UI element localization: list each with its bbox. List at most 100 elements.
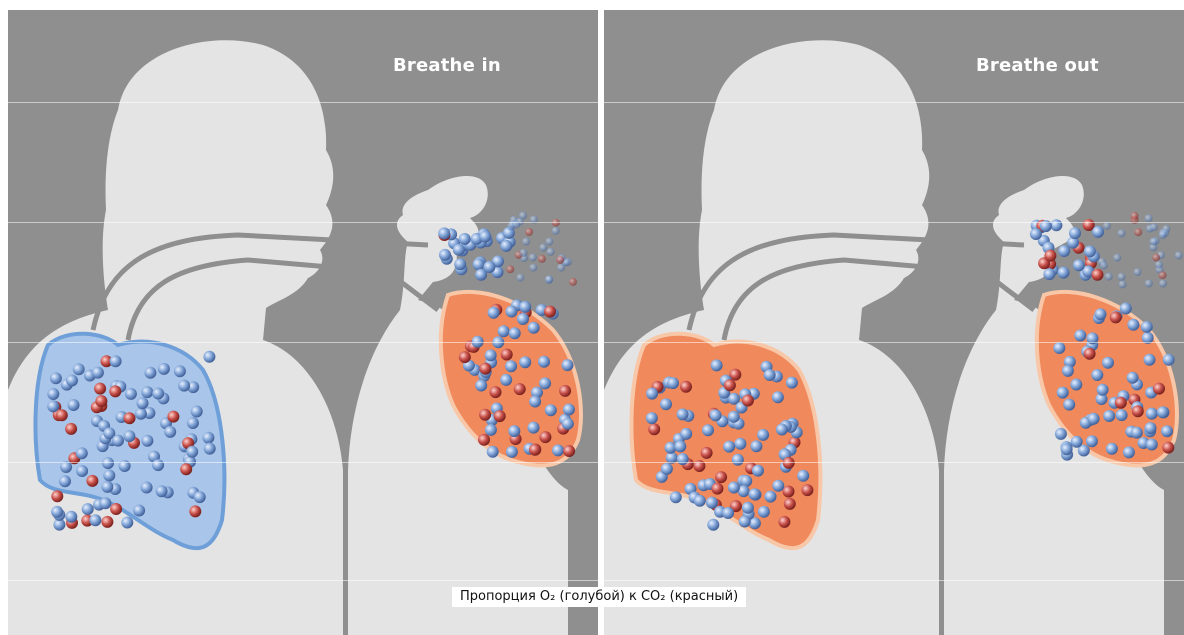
o2-molecule [1105, 273, 1113, 281]
o2-molecule [47, 400, 59, 412]
co2-molecule [56, 409, 68, 421]
o2-molecule [519, 301, 531, 313]
o2-molecule [797, 470, 809, 482]
o2-molecule [1131, 427, 1143, 439]
gridline [8, 342, 598, 343]
o2-molecule [694, 495, 706, 507]
co2-molecule [1084, 348, 1096, 360]
o2-molecule [110, 355, 122, 367]
o2-molecule [1088, 413, 1100, 425]
o2-molecule [141, 482, 153, 494]
o2-molecule [1103, 410, 1115, 422]
o2-molecule [1061, 443, 1073, 455]
o2-molecule [1073, 259, 1085, 271]
co2-molecule [801, 484, 813, 496]
co2-molecule [94, 383, 106, 395]
o2-molecule [522, 238, 530, 246]
co2-molecule [724, 379, 736, 391]
co2-molecule [1152, 254, 1160, 262]
o2-molecule [141, 386, 153, 398]
co2-molecule [783, 486, 795, 498]
o2-molecule [152, 388, 164, 400]
co2-molecule [506, 265, 514, 273]
o2-molecule [203, 351, 215, 363]
o2-molecule [137, 397, 149, 409]
breathe-out-panel: Breathe out [604, 10, 1184, 635]
o2-molecule [516, 274, 524, 282]
o2-molecule [772, 480, 784, 492]
o2-molecule [557, 264, 565, 272]
o2-molecule [529, 254, 537, 262]
o2-molecule [144, 367, 156, 379]
co2-molecule [51, 490, 63, 502]
o2-molecule [125, 388, 137, 400]
o2-molecule [66, 375, 78, 387]
gridline [8, 222, 598, 223]
co2-molecule [501, 349, 513, 361]
o2-molecule [92, 367, 104, 379]
o2-molecule [1062, 365, 1074, 377]
o2-molecule [519, 356, 531, 368]
co2-molecule [544, 306, 556, 318]
o2-molecule [1157, 406, 1169, 418]
o2-molecule [1074, 330, 1086, 342]
o2-molecule [76, 465, 88, 477]
o2-molecule [50, 372, 62, 384]
co2-molecule [569, 278, 577, 286]
o2-molecule [1058, 245, 1070, 257]
o2-molecule [1134, 268, 1142, 276]
o2-molecule [552, 227, 560, 235]
o2-molecule [1116, 409, 1128, 421]
o2-molecule [500, 240, 512, 252]
o2-molecule [121, 517, 133, 529]
o2-molecule [152, 459, 164, 471]
o2-molecule [677, 453, 689, 465]
o2-molecule [680, 428, 692, 440]
o2-molecule [1159, 231, 1167, 239]
gridline [604, 102, 1184, 103]
o2-molecule [194, 491, 206, 503]
o2-molecule [742, 502, 754, 514]
breathe-in-panel: Breathe in [8, 10, 598, 635]
o2-molecule [187, 417, 199, 429]
gridline [8, 102, 598, 103]
o2-molecule [174, 365, 186, 377]
o2-molecule [752, 465, 764, 477]
o2-molecule [646, 388, 658, 400]
o2-molecule [99, 497, 111, 509]
o2-molecule [133, 505, 145, 517]
co2-molecule [1115, 397, 1127, 409]
o2-molecule [528, 322, 540, 334]
co2-molecule [778, 516, 790, 528]
o2-molecule [141, 435, 153, 447]
o2-molecule [758, 506, 770, 518]
o2-molecule [786, 377, 798, 389]
o2-molecule [528, 422, 540, 434]
o2-molecule [506, 306, 518, 318]
o2-molecule [112, 435, 124, 447]
co2-molecule [715, 471, 727, 483]
o2-molecule [711, 359, 723, 371]
o2-molecule [509, 327, 521, 339]
o2-molecule [723, 441, 735, 453]
o2-molecule [545, 238, 553, 246]
co2-molecule [648, 423, 660, 435]
co2-molecule [559, 385, 571, 397]
o2-molecule [459, 233, 471, 245]
o2-molecule [1175, 251, 1183, 259]
co2-molecule [529, 444, 541, 456]
co2-molecule [167, 411, 179, 423]
gridline [8, 462, 598, 463]
co2-molecule [784, 498, 796, 510]
o2-molecule [728, 411, 740, 423]
co2-molecule [459, 351, 471, 363]
co2-molecule [494, 410, 506, 422]
o2-molecule [1146, 408, 1158, 420]
co2-molecule [514, 383, 526, 395]
o2-molecule [191, 406, 203, 418]
breathe-out-title: Breathe out [976, 55, 1099, 76]
o2-molecule [722, 507, 734, 519]
o2-molecule [677, 408, 689, 420]
co2-molecule [742, 395, 754, 407]
o2-molecule [123, 430, 135, 442]
